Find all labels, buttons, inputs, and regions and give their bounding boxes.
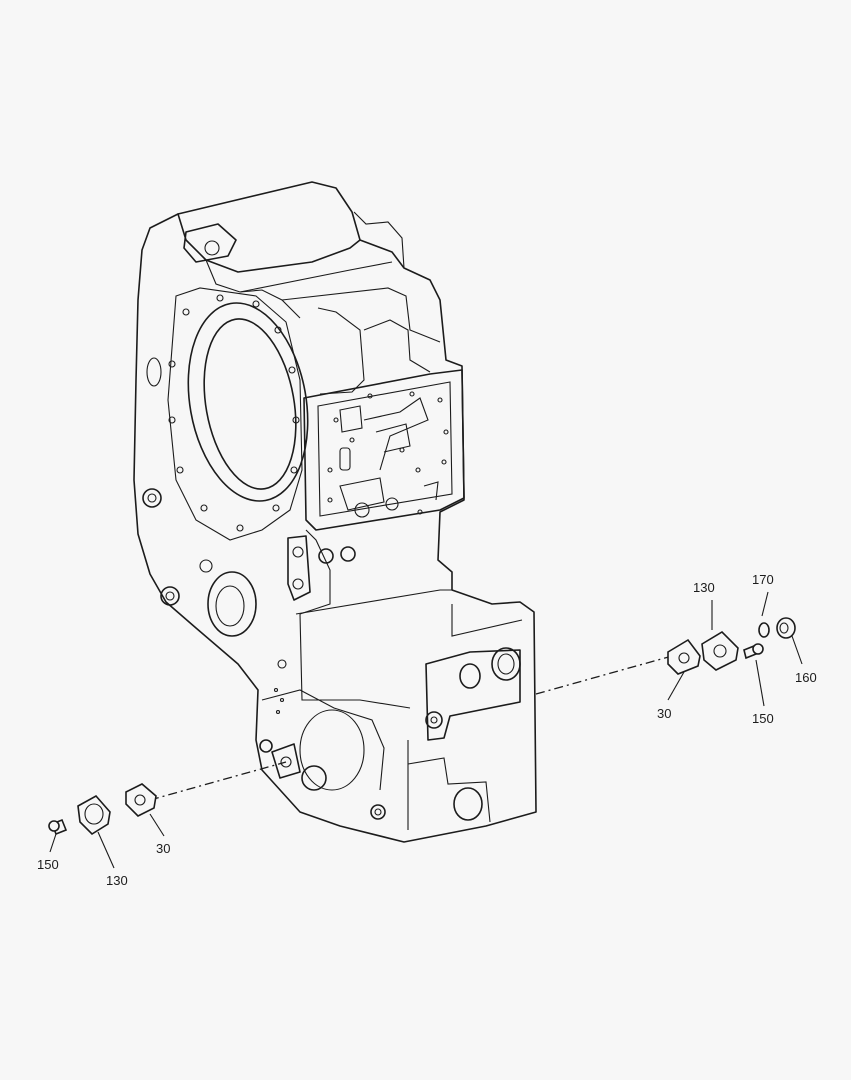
callout-30-left: 30	[156, 841, 170, 856]
callout-150-left: 150	[37, 857, 59, 872]
cover-left	[77, 794, 111, 836]
leader-lines	[49, 591, 803, 869]
o-ring	[758, 622, 770, 638]
left-parts	[48, 783, 157, 836]
callout-170: 170	[752, 572, 774, 587]
transmission-housing	[133, 181, 537, 843]
callout-150-right: 150	[752, 711, 774, 726]
screw-right	[743, 643, 764, 660]
assembly-axes	[149, 655, 673, 801]
right-parts	[667, 617, 796, 675]
gasket-right	[667, 638, 701, 675]
screw-left	[48, 818, 68, 836]
callout-160: 160	[795, 670, 817, 685]
callout-labels: 130 170 160 30 150 150 130 30	[37, 572, 817, 888]
plug	[776, 617, 796, 639]
gasket-left	[125, 783, 157, 817]
callout-30-right: 30	[657, 706, 671, 721]
cover-right	[701, 630, 739, 671]
callout-130-left: 130	[106, 873, 128, 888]
callout-130-right: 130	[693, 580, 715, 595]
